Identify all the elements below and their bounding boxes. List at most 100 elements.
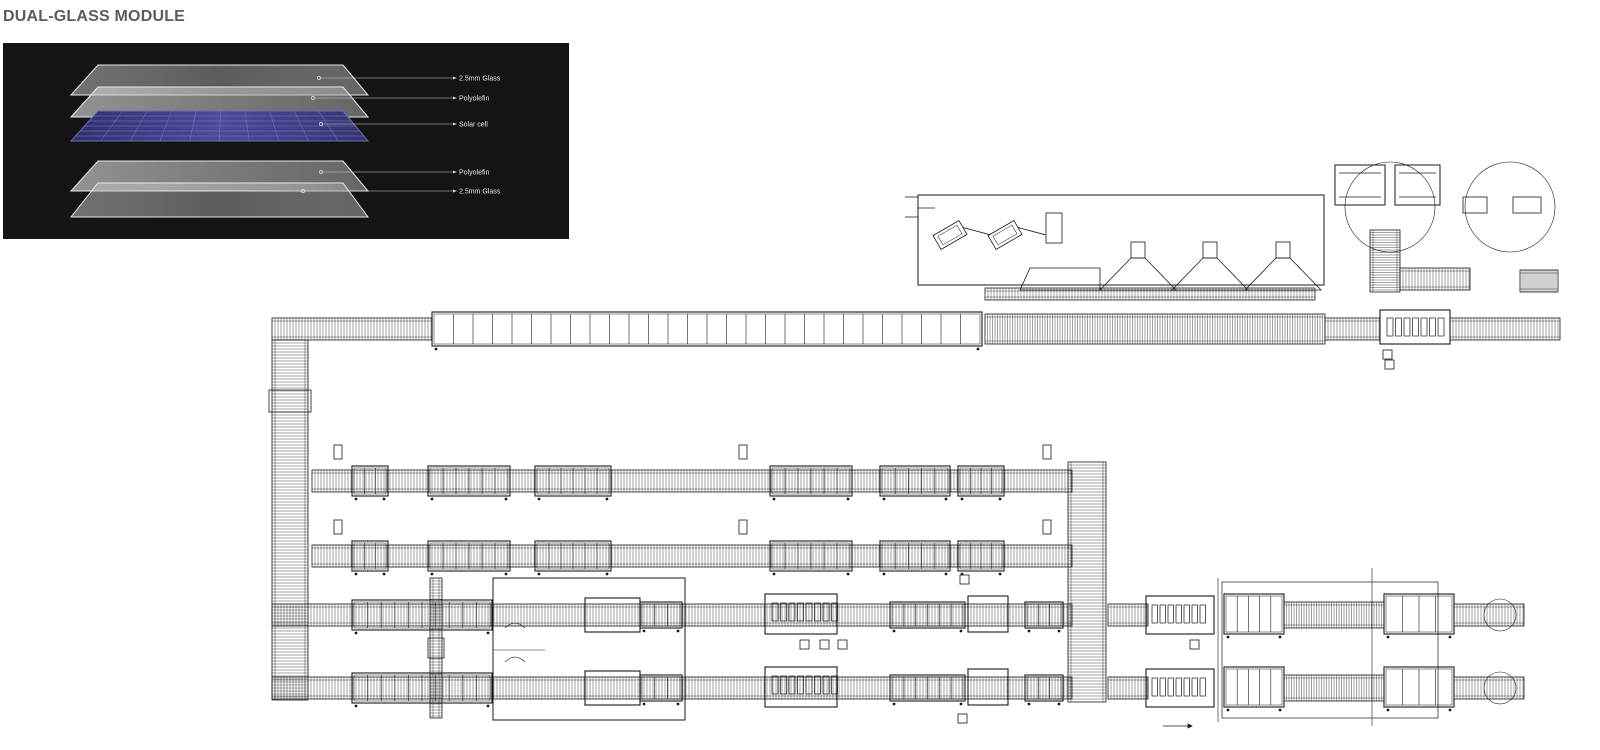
cross-transfer-station (427, 637, 445, 659)
small-equipment (1189, 639, 1200, 650)
lower-right-1-conveyor (1107, 603, 1149, 627)
middle-line-2-conveyor (311, 544, 1073, 568)
small-equipment (819, 639, 830, 650)
top-line-stringer-section (431, 311, 983, 351)
page-title: DUAL-GLASS MODULE (3, 8, 186, 25)
lower-line-2-framing-station (764, 666, 838, 708)
lower-line-1-press (584, 597, 641, 633)
module-layer-glass (69, 182, 369, 218)
lower-right-2-stacker (1383, 666, 1455, 712)
top-line-layup-conveyor (984, 313, 1326, 345)
lower-right-2-conveyor (1283, 674, 1385, 702)
lower-line-1-laminator (351, 599, 493, 635)
cross-transfer-conveyor (429, 577, 443, 719)
small-equipment (837, 639, 848, 650)
small-equipment (957, 713, 968, 724)
stacker-conveyor (1369, 229, 1401, 293)
lower-line-2-laminator (351, 672, 493, 708)
robot-cell-frame (1334, 164, 1386, 206)
module-layer-film (69, 86, 370, 118)
lower-right-1-conveyor (1283, 601, 1385, 629)
robot-arm-icon (987, 220, 1046, 250)
right-return-conveyor (1067, 461, 1107, 703)
robot-reach-circle (1464, 161, 1556, 253)
layer-label: Solar cell (459, 122, 488, 129)
lower-line-1-tester (967, 595, 1009, 633)
lower-line-2-buffer (771, 675, 838, 695)
operator-panel (333, 444, 343, 460)
lower-right-2-sorter (1223, 666, 1285, 712)
lower-line-1-framing-station (764, 593, 838, 635)
extraction-hood-icon (1244, 241, 1322, 291)
layer-label: 2.5mm Glass (459, 189, 501, 196)
layer-label: Polyolefin (459, 170, 489, 177)
top-line-outfeed-conveyor (1449, 317, 1561, 341)
flow-arrow (1187, 723, 1193, 729)
lower-line-2-conveyor (271, 676, 1073, 700)
robot-column (1045, 212, 1063, 244)
lower-right-1-outfeed (1453, 603, 1525, 627)
top-line-inspection-slots (1386, 317, 1445, 337)
top-line-transfer-conveyor (1324, 317, 1381, 341)
middle-line-2-machine (427, 540, 511, 576)
middle-line-2-station (351, 540, 389, 576)
lower-line-1-machine (889, 601, 966, 633)
middle-line-1-machine (957, 465, 1005, 501)
lower-line-2-press (584, 670, 641, 706)
robot-station-frame (1462, 196, 1488, 214)
lower-line-1-buffer (771, 602, 838, 622)
middle-line-2-machine (879, 540, 951, 576)
pallet-conveyor (1519, 269, 1559, 293)
layer-label: Polyolefin (459, 96, 489, 103)
robot-reach-circle (1344, 161, 1436, 253)
extraction-hood-icon (1099, 241, 1177, 291)
leader-arrow (453, 122, 457, 126)
robot-reach-circle (1483, 671, 1517, 705)
lower-line-2-station (639, 674, 683, 706)
middle-line-1-machine (534, 465, 612, 501)
extraction-hood-icon (1019, 267, 1101, 291)
middle-line-2-machine (957, 540, 1005, 576)
operator-panel (1042, 444, 1052, 460)
lower-line-1-conveyor (271, 603, 1073, 627)
enclosure-bottom-rail (984, 287, 1316, 301)
left-return-conveyor (271, 339, 309, 701)
middle-line-1-machine (769, 465, 853, 501)
small-equipment (959, 574, 970, 585)
top-line-infeed-conveyor (271, 317, 433, 341)
lower-right-1-sorter (1223, 593, 1285, 639)
small-equipment (1384, 359, 1395, 370)
leader-arrow (453, 189, 457, 193)
cleanroom-outline (492, 577, 686, 721)
lower-line-1-station (1024, 601, 1064, 633)
small-equipment (799, 639, 810, 650)
operator-panel (1042, 519, 1052, 535)
lower-right-1-buffer-station (1145, 595, 1215, 635)
operator-panel (738, 444, 748, 460)
small-equipment (1382, 349, 1393, 360)
framing-area-outline (1221, 581, 1439, 719)
leader-arrow (453, 96, 457, 100)
lower-line-2-station (1024, 674, 1064, 706)
middle-line-2-machine (534, 540, 612, 576)
middle-line-1-station (351, 465, 389, 501)
middle-line-1-machine (879, 465, 951, 501)
robot-cell-frame (1394, 164, 1441, 206)
extraction-hood-icon (1171, 241, 1249, 291)
lower-right-2-conveyor (1107, 676, 1149, 700)
lower-line-1-station (639, 601, 683, 633)
lower-right-1-stacker (1383, 593, 1455, 639)
lower-line-2-tester (967, 668, 1009, 706)
operator-panel (333, 519, 343, 535)
robot-arm-icon (932, 220, 991, 250)
middle-line-2-machine (769, 540, 853, 576)
left-transfer-frame (268, 389, 312, 413)
top-line-inspection-station (1379, 309, 1451, 345)
robot-cell-enclosure (917, 194, 1325, 286)
leader-arrow (453, 170, 457, 174)
robot-reach-circle (1483, 598, 1517, 632)
lower-right-1-buffer-slots (1151, 604, 1206, 624)
